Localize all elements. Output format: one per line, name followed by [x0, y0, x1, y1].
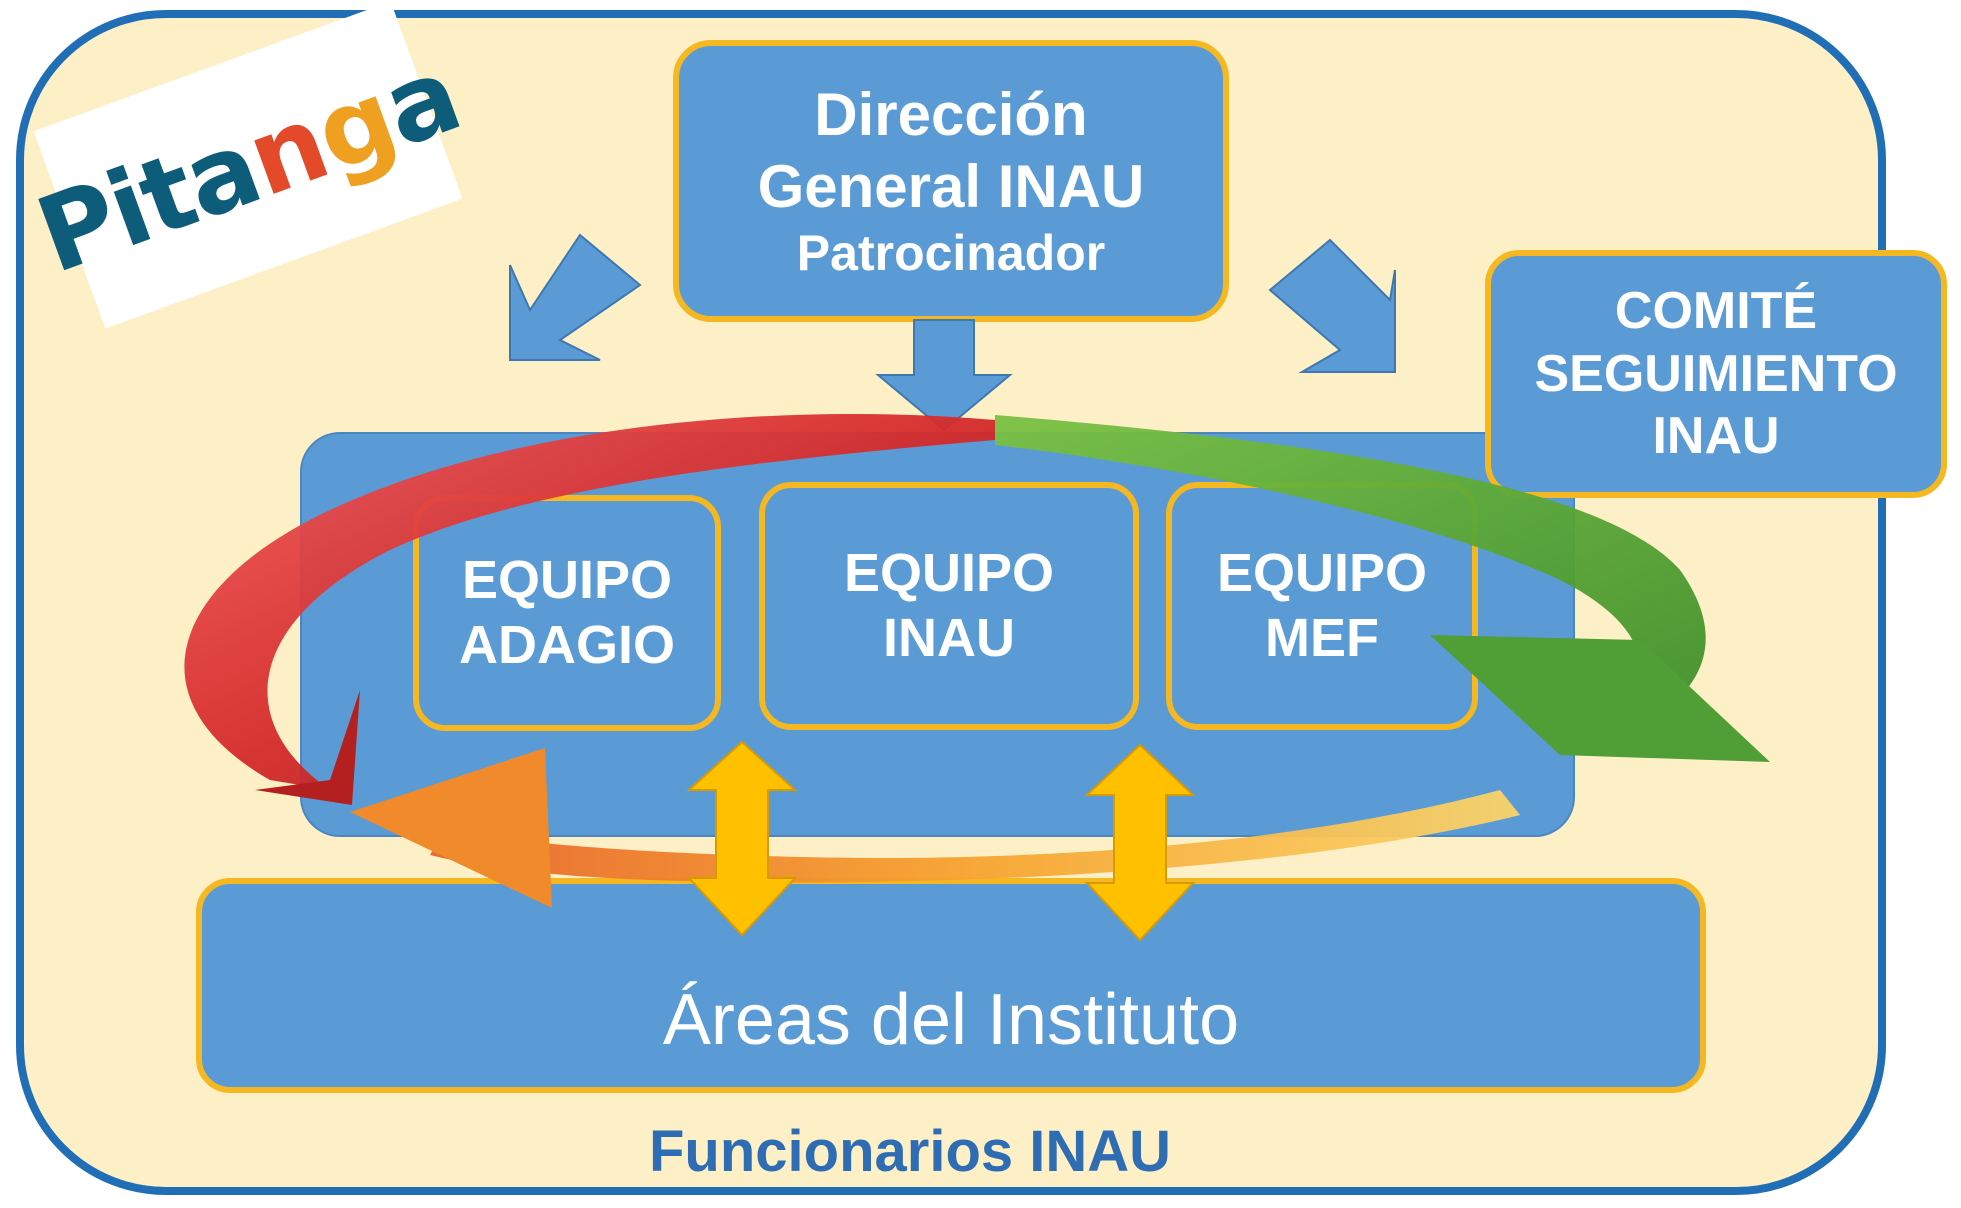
footer-label: Funcionarios INAU: [648, 1119, 1172, 1184]
direccion-box: Dirección General INAU Patrocinador: [673, 40, 1229, 322]
cycle-arrow-orange-head: [350, 748, 552, 908]
cycle-arrow-red-head: [255, 690, 360, 805]
areas-box: Áreas del Instituto: [196, 878, 1706, 1093]
equipo-inau-line2: INAU: [883, 608, 1015, 668]
direccion-line3: Patrocinador: [796, 225, 1106, 281]
cycle-arrow-green: [995, 415, 1706, 720]
equipo-inau-box: EQUIPO INAU: [759, 482, 1139, 730]
comite-line2: SEGUIMIENTO: [1534, 344, 1898, 403]
equipo-mef-box: EQUIPO MEF: [1166, 482, 1478, 730]
areas-label: Áreas del Instituto: [662, 980, 1240, 1061]
equipo-adagio-line1: EQUIPO: [461, 550, 673, 611]
direccion-line2: General INAU: [757, 153, 1145, 220]
equipo-adagio-line2: ADAGIO: [459, 615, 675, 675]
double-arrow-left: [686, 740, 798, 937]
equipo-mef-line2: MEF: [1265, 608, 1379, 668]
cycle-arrow-orange: [430, 790, 1520, 883]
comite-line3: INAU: [1652, 407, 1780, 466]
cycle-arrow-red: [184, 414, 996, 790]
comite-line1: COMITÉ: [1614, 282, 1818, 341]
diagonal-arrow-left: [509, 233, 642, 361]
down-arrow-center: [875, 319, 1013, 432]
equipo-mef-line1: EQUIPO: [1216, 543, 1428, 604]
equipo-inau-line1: EQUIPO: [843, 543, 1055, 604]
direccion-line1: Dirección: [814, 81, 1088, 148]
equipo-adagio-box: EQUIPO ADAGIO: [413, 495, 721, 731]
diagonal-arrow-right: [1268, 238, 1396, 373]
double-arrow-right: [1084, 743, 1196, 942]
comite-box: COMITÉ SEGUIMIENTO INAU: [1485, 250, 1947, 498]
cycle-arrow-green-head: [1430, 635, 1770, 762]
